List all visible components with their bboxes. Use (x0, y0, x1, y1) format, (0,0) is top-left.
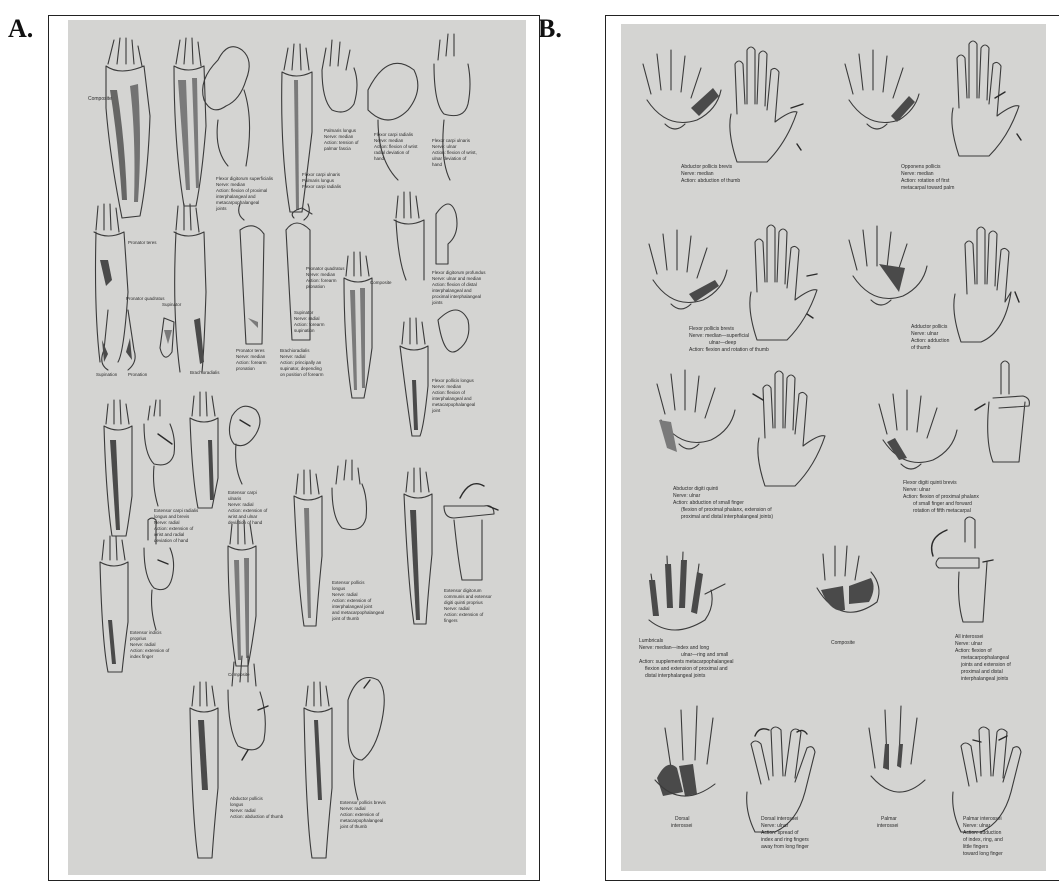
caption-supinator: Supinator (162, 302, 182, 307)
arm-edc (404, 468, 432, 624)
arm-pronator-supinator (94, 204, 135, 370)
arm-epl (294, 470, 322, 626)
hand-outline-apb (730, 47, 803, 162)
hand-skeleton-adm (657, 370, 735, 452)
caption-brachioradialis: Brachioradialis (190, 370, 220, 375)
anatomy-plate-forearm-muscles: Composite Flexor digitorum superficialis… (68, 20, 526, 875)
arm-brachioradialis (174, 204, 206, 372)
hand-outline-adm (753, 371, 825, 486)
caption-composite-2: Composite (370, 280, 392, 285)
hand-outline-fpb (750, 225, 817, 340)
hand-outline-adp (954, 227, 1019, 342)
hand-dorsal-interossei (655, 706, 715, 796)
arm-eip (100, 536, 128, 672)
caption-composite-1: Composite (88, 96, 112, 102)
caption-pronator-teres: Pronator teres (128, 240, 157, 245)
hand-epb (348, 678, 384, 801)
hand-skeleton-op (845, 50, 919, 129)
hand-skeleton-apb (643, 50, 721, 129)
hand-flexion-1 (203, 47, 250, 166)
arm-fdp (394, 192, 457, 280)
caption-composite: Composite (831, 640, 855, 646)
hand-lumbricals (649, 552, 725, 630)
hand-composite (817, 546, 879, 612)
caption-pronation: Pronation (128, 372, 148, 377)
caption-composite-3: Composite (228, 672, 250, 677)
arm-composite-2 (344, 252, 372, 398)
panel-label-b: B. (538, 14, 562, 44)
hand-palmar-interossei (869, 706, 925, 792)
caption-supination: Supination (96, 372, 118, 377)
arm-fds (174, 38, 206, 206)
hand-epl (332, 460, 367, 530)
hand-edc (444, 484, 498, 580)
hand-ecr (144, 400, 175, 506)
hand-outline-fdm (975, 361, 1029, 462)
arm-ecr (104, 400, 132, 536)
caption-pronator-quadratus: Pronator quadratus (126, 296, 165, 301)
arm-epb (304, 682, 332, 858)
hand-wrist-flex-1 (368, 63, 418, 180)
arm-supinator-2 (160, 318, 174, 357)
hand-skeleton-adp (849, 226, 927, 305)
hand-ecu (229, 406, 260, 484)
hand-skeleton-fpb (649, 230, 727, 309)
arm-composite-3 (228, 520, 256, 666)
arm-apl (190, 682, 218, 858)
plate-a-illustrations: Composite Flexor digitorum superficialis… (68, 20, 526, 875)
hand-interossei-motion (932, 517, 993, 622)
hand-outline-op (952, 41, 1021, 156)
hand-palm-1 (322, 40, 357, 112)
arm-fpl (400, 310, 469, 436)
arm-composite-1 (106, 38, 150, 218)
panel-label-a: A. (8, 14, 33, 44)
arm-ecu (190, 392, 218, 508)
hand-skeleton-fdm (879, 390, 957, 469)
